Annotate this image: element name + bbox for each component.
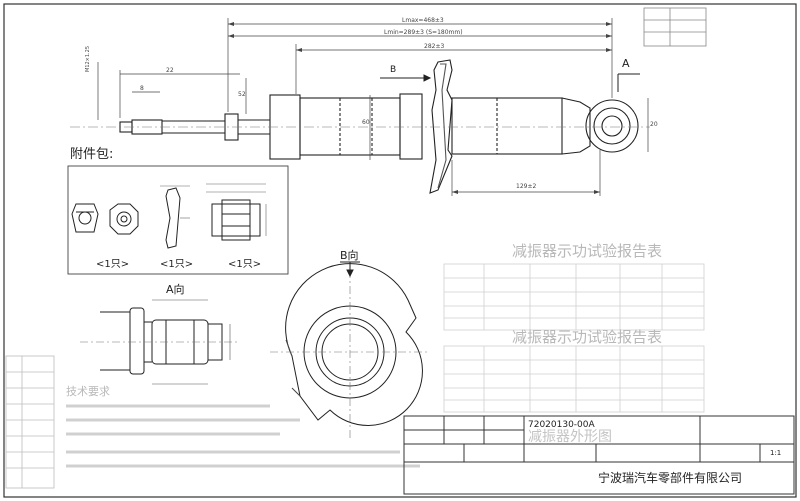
ghost-table-1-title: 减振器示功试验报告表: [512, 242, 663, 260]
ghost-table-2-title: 减振器示功试验报告表: [512, 328, 663, 346]
notes-heading: 技术要求: [66, 385, 110, 398]
qty-bushing: <1只>: [228, 259, 262, 270]
part-name: 减振器外形图: [528, 429, 612, 445]
dimension-lines: [97, 18, 649, 196]
qty-nut: <1只>: [96, 259, 130, 270]
dim-m12: M12×1.25: [85, 46, 91, 72]
a-view-label: A向: [166, 283, 185, 296]
view-arrow-b: [380, 74, 432, 82]
ghost-table-1: [443, 263, 705, 331]
shock-body: [119, 59, 639, 194]
dim-22: 22: [166, 67, 174, 74]
b-view-drawing: [270, 261, 430, 440]
accessory-box: [67, 165, 289, 275]
dim-lmax: Lmax=468±3: [402, 17, 444, 24]
scale-value: 1:1: [770, 449, 782, 457]
approval-stamp-box: [643, 7, 707, 47]
dim-52: 52: [238, 91, 246, 98]
ghost-table-2: [443, 345, 705, 413]
accessory-title: 附件包:: [70, 147, 114, 162]
dim-b: B: [390, 65, 397, 75]
faint-notes: [66, 404, 420, 468]
dim-60: 60: [362, 119, 370, 126]
part-number: 72020130-00A: [528, 420, 595, 430]
view-arrow-a: [617, 73, 640, 92]
dim-20: 20: [650, 121, 658, 128]
qty-washer: <1只>: [160, 259, 194, 270]
dim-lmin: Lmin=289±3 (S=180mm): [384, 29, 463, 36]
dim-a: A: [622, 57, 630, 70]
washer-drawing: [160, 185, 190, 249]
dim-282: 282±3: [424, 43, 445, 50]
company-name: 宁波瑞汽车零部件有限公司: [598, 471, 743, 485]
dim-129: 129±2: [516, 183, 537, 190]
nut-drawing: [71, 203, 139, 235]
dim-8: 8: [140, 85, 144, 92]
bushing-drawing: [206, 183, 267, 241]
b-view-label: B向: [340, 249, 359, 262]
title-block-frame: [403, 415, 795, 495]
revision-table: [5, 355, 55, 489]
a-view-drawing: [80, 299, 240, 385]
